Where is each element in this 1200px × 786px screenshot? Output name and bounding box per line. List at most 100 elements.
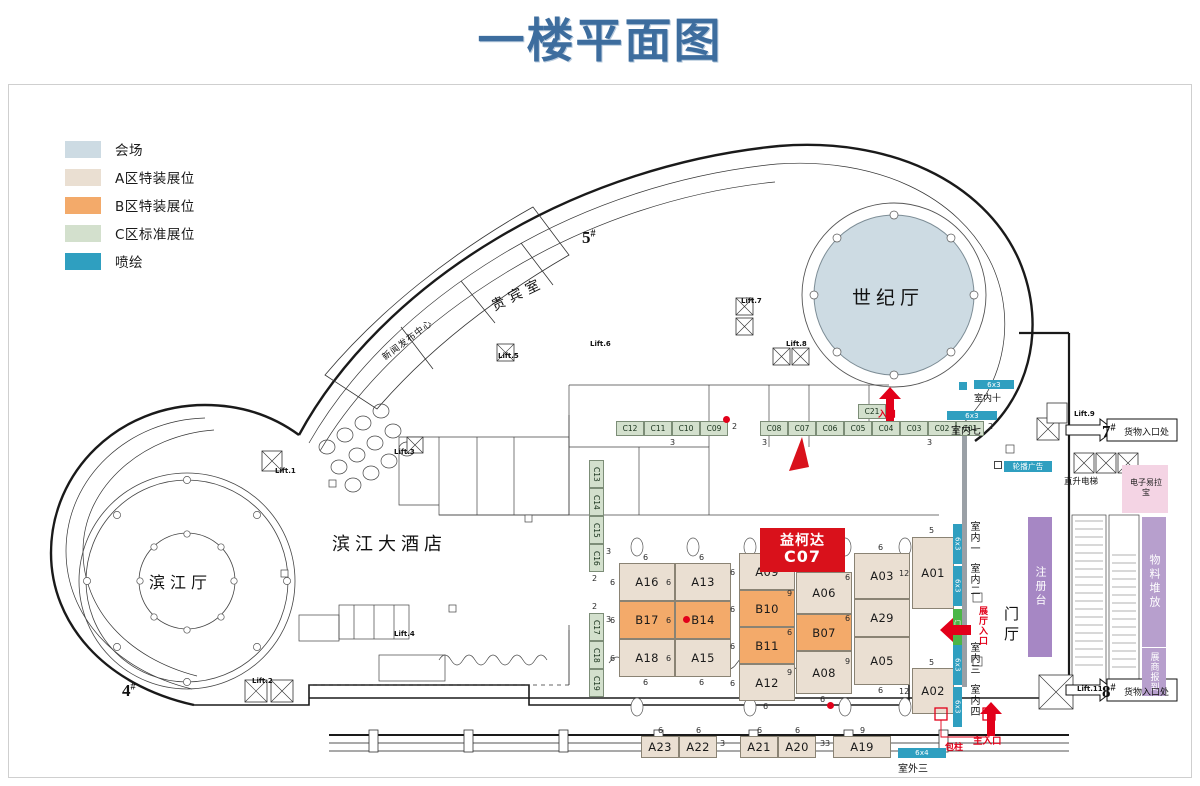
dim-b10-left: 6 xyxy=(730,605,736,614)
booth-a12[interactable]: A12 xyxy=(739,664,795,701)
dim-c-right-group: 2 xyxy=(988,422,994,431)
booth-b07[interactable]: B07 xyxy=(796,614,852,651)
booth-c03[interactable]: C03 xyxy=(900,421,928,436)
dim-a20-right: 3 xyxy=(820,739,826,748)
legend-swatch xyxy=(65,224,101,242)
spray-label-indoor-2: 室内二 xyxy=(968,563,979,596)
page-title: 一楼平面图 xyxy=(477,16,723,68)
booth-a19[interactable]: A19 xyxy=(833,736,891,758)
booth-a18[interactable]: A18 xyxy=(619,639,675,677)
booth-b11[interactable]: B11 xyxy=(739,627,795,664)
callout-company-name: 益柯达 xyxy=(780,533,825,550)
booth-c17[interactable]: C17 xyxy=(589,613,604,641)
dim-a12-left: 6 xyxy=(730,679,736,688)
booth-c19[interactable]: C19 xyxy=(589,669,604,697)
legend-swatch xyxy=(65,168,101,186)
material-storage[interactable]: 物料堆放 xyxy=(1142,517,1166,647)
booth-a23[interactable]: A23 xyxy=(641,736,679,758)
electronic-standee-label: 电子易拉宝 xyxy=(1130,478,1162,497)
booth-c15[interactable]: C15 xyxy=(589,516,604,544)
spray-strip-indoor-1[interactable]: 6x3 xyxy=(953,524,962,564)
spray-strip-indoor-4[interactable]: 6x3 xyxy=(953,687,962,727)
spray-label-indoor-7: 室内七 xyxy=(951,426,981,437)
dim-c16-right: 3 xyxy=(606,547,612,556)
dim-a13-top: 6 xyxy=(699,553,705,562)
dim-c-left-group-sub: 3 xyxy=(670,438,676,447)
spray-strip-outdoor-3[interactable]: 6x4 xyxy=(898,748,946,758)
booth-c10[interactable]: C10 xyxy=(672,421,700,436)
booth-c06[interactable]: C06 xyxy=(816,421,844,436)
spray-strip-indoor-10[interactable]: 6x3 xyxy=(974,380,1014,389)
marker-square xyxy=(994,461,1002,469)
legend-label: 喷绘 xyxy=(115,255,143,271)
marker-teal-square xyxy=(959,382,967,390)
dim-c-right-group-sub: 3 xyxy=(762,438,768,447)
column-wrap-label: 包柱 xyxy=(945,743,964,753)
dim-a21-top: 6 xyxy=(757,726,763,735)
lift-label-7: Lift.7 xyxy=(741,297,762,305)
spray-strip-carousel-ad[interactable]: 轮播广告 xyxy=(1004,461,1052,472)
booth-a08[interactable]: A08 xyxy=(796,651,852,694)
gate-number-5: 5# xyxy=(582,228,596,248)
booth-a05[interactable]: A05 xyxy=(854,637,910,685)
dim-a18-bottom: 6 xyxy=(643,678,649,687)
lift-label-2: Lift.2 xyxy=(252,677,273,685)
gate-4-num: 4 xyxy=(122,681,131,700)
entrance-label-venue: 入口 xyxy=(878,410,897,420)
hall-label-binjiang: 滨江厅 xyxy=(149,575,213,592)
booth-c05[interactable]: C05 xyxy=(844,421,872,436)
dim-a09-left: 6 xyxy=(730,568,736,577)
lift-label-11: Lift.11 xyxy=(1077,685,1103,693)
spray-label-outdoor-3: 室外三 xyxy=(898,764,928,775)
lift-label-3: Lift.3 xyxy=(394,448,415,456)
booth-a13[interactable]: A13 xyxy=(675,563,731,601)
dim-b17-left: 6 xyxy=(610,616,616,625)
booth-c09[interactable]: C09 xyxy=(700,421,728,436)
dim-a05-left: 9 xyxy=(845,657,851,666)
spray-strip-indoor-7[interactable]: 6x3 xyxy=(947,411,997,420)
booth-c01[interactable]: C01 xyxy=(956,421,984,436)
floor-plan-canvas[interactable]: 会场 A区特装展位 B区特装展位 C区标准展位 喷绘 世纪厅 滨江厅 滨江大酒店… xyxy=(8,84,1192,778)
booth-a16[interactable]: A16 xyxy=(619,563,675,601)
booth-a03[interactable]: A03 xyxy=(854,553,910,599)
booth-c12[interactable]: C12 xyxy=(616,421,644,436)
booth-c11[interactable]: C11 xyxy=(644,421,672,436)
booth-b10[interactable]: B10 xyxy=(739,590,795,627)
booth-a22[interactable]: A22 xyxy=(679,736,717,758)
booth-a21[interactable]: A21 xyxy=(740,736,778,758)
booth-c08[interactable]: C08 xyxy=(760,421,788,436)
gate-7-num: 7 xyxy=(1102,422,1111,441)
dim-c-left-group: 2 xyxy=(732,422,738,431)
spray-strip-indoor-3[interactable]: 6x3 xyxy=(953,645,962,685)
highlight-callout[interactable]: 益柯达 C07 xyxy=(760,528,845,572)
booth-b17[interactable]: B17 xyxy=(619,601,675,639)
booth-a29[interactable]: A29 xyxy=(854,599,910,637)
booth-a15[interactable]: A15 xyxy=(675,639,731,677)
dim-c16-bottom: 2 xyxy=(592,574,598,583)
booth-c16[interactable]: C16 xyxy=(589,544,604,572)
elevator-label: 直升电梯 xyxy=(1064,477,1099,487)
booth-c04[interactable]: C04 xyxy=(872,421,900,436)
booth-c07[interactable]: C07 xyxy=(788,421,816,436)
spray-strip-indoor-2[interactable]: 6x3 xyxy=(953,566,962,606)
booth-c14[interactable]: C14 xyxy=(589,488,604,516)
door-lintel-strip[interactable]: 门楣 xyxy=(953,609,962,645)
gate-5-num: 5 xyxy=(582,228,591,247)
callout-booth-code: C07 xyxy=(783,546,821,566)
dim-a19-left: 3 xyxy=(825,739,831,748)
entrance-label-main: 主入口 xyxy=(973,736,1002,747)
booth-c02[interactable]: C02 xyxy=(928,421,956,436)
registration-desk[interactable]: 注册台 xyxy=(1028,517,1052,657)
exhibitor-checkin[interactable]: 展商报到 xyxy=(1142,648,1166,696)
booth-a06[interactable]: A06 xyxy=(796,572,852,614)
dim-c17-top: 2 xyxy=(592,602,598,611)
gate-8-num: 8 xyxy=(1102,682,1111,701)
booth-a01[interactable]: A01 xyxy=(912,537,954,609)
booth-c13[interactable]: C13 xyxy=(589,460,604,488)
booth-a20[interactable]: A20 xyxy=(778,736,816,758)
dim-a22-right: 3 xyxy=(720,739,726,748)
entrance-label-exhibition-hall: 展厅入口 xyxy=(977,606,987,646)
booth-a02[interactable]: A02 xyxy=(912,668,954,714)
booth-c18[interactable]: C18 xyxy=(589,641,604,669)
